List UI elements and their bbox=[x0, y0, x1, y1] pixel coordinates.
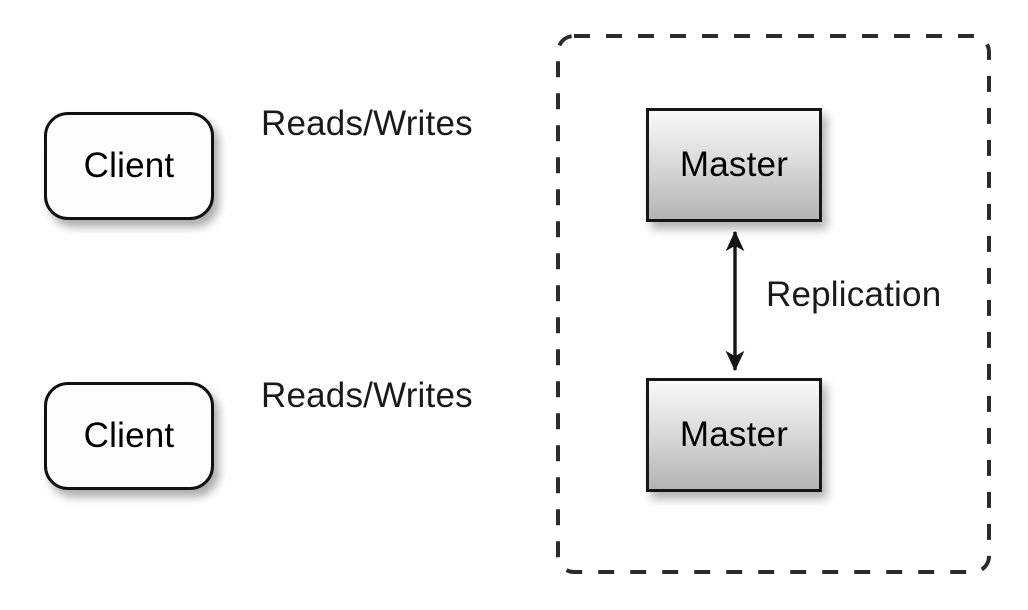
database-cluster-boundary bbox=[556, 34, 991, 574]
node-master-top[interactable]: Master bbox=[646, 108, 822, 222]
node-client-bottom[interactable]: Client bbox=[44, 382, 214, 490]
edge-label-reads-writes-bottom: Reads/Writes bbox=[261, 376, 473, 415]
node-label: Master bbox=[679, 415, 789, 454]
node-master-bottom[interactable]: Master bbox=[646, 378, 822, 492]
node-label: Client bbox=[83, 416, 175, 455]
node-label: Master bbox=[679, 145, 789, 184]
node-client-top[interactable]: Client bbox=[44, 112, 214, 220]
edge-label-replication: Replication bbox=[766, 275, 942, 314]
node-label: Client bbox=[83, 146, 175, 185]
edge-label-reads-writes-top: Reads/Writes bbox=[261, 104, 473, 143]
